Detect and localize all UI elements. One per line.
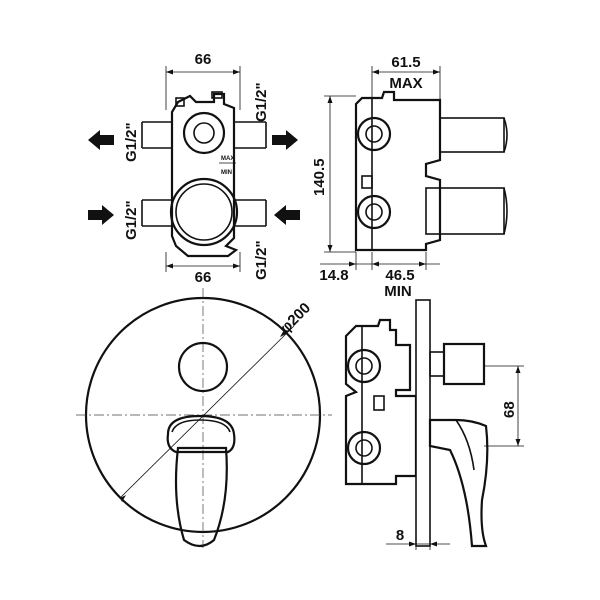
arrow-left-icon [88, 130, 114, 150]
arrow-right-icon [272, 130, 298, 150]
side-depth-max-value: 61.5 [391, 54, 420, 71]
max-mark: MAX [221, 156, 234, 162]
arrow-right-icon [88, 205, 114, 225]
mixer-lever-side [428, 418, 489, 548]
top-width-label: 66 [195, 51, 212, 68]
inlet-left-thread: G1/2" [123, 200, 140, 240]
diverter-knob-side [442, 342, 486, 386]
plate-front-view: φ200 [76, 288, 332, 548]
handle-height-label: 68 [501, 401, 518, 418]
side-depth-min-value: 46.5 [385, 267, 414, 284]
body-side-view: 61.5 MAX 140.5 14.8 46.5 MIN [311, 54, 508, 300]
min-mark: MIN [221, 170, 232, 176]
arrow-left-icon [274, 205, 300, 225]
plate-diameter-label: φ200 [277, 300, 314, 337]
diverter-knob [177, 341, 229, 393]
body-front-view: 66 MAX MIN G1/2" G1/2" G1/2" G1/2" [88, 51, 300, 286]
side-depth-max-word: MAX [389, 75, 422, 92]
bottom-width-label: 66 [195, 269, 212, 286]
inlet-right-thread: G1/2" [253, 240, 270, 280]
side-height-label: 140.5 [311, 158, 328, 196]
side-offset-label: 14.8 [319, 267, 348, 284]
side-depth-min-word: MIN [384, 283, 412, 300]
plate-side-view: 68 8 [344, 299, 524, 550]
plate-thickness-label: 8 [396, 527, 404, 544]
mixer-lever [174, 446, 228, 548]
plate-edge [415, 299, 431, 547]
outlet-right-thread: G1/2" [253, 82, 270, 122]
outlet-left-thread: G1/2" [123, 122, 140, 162]
